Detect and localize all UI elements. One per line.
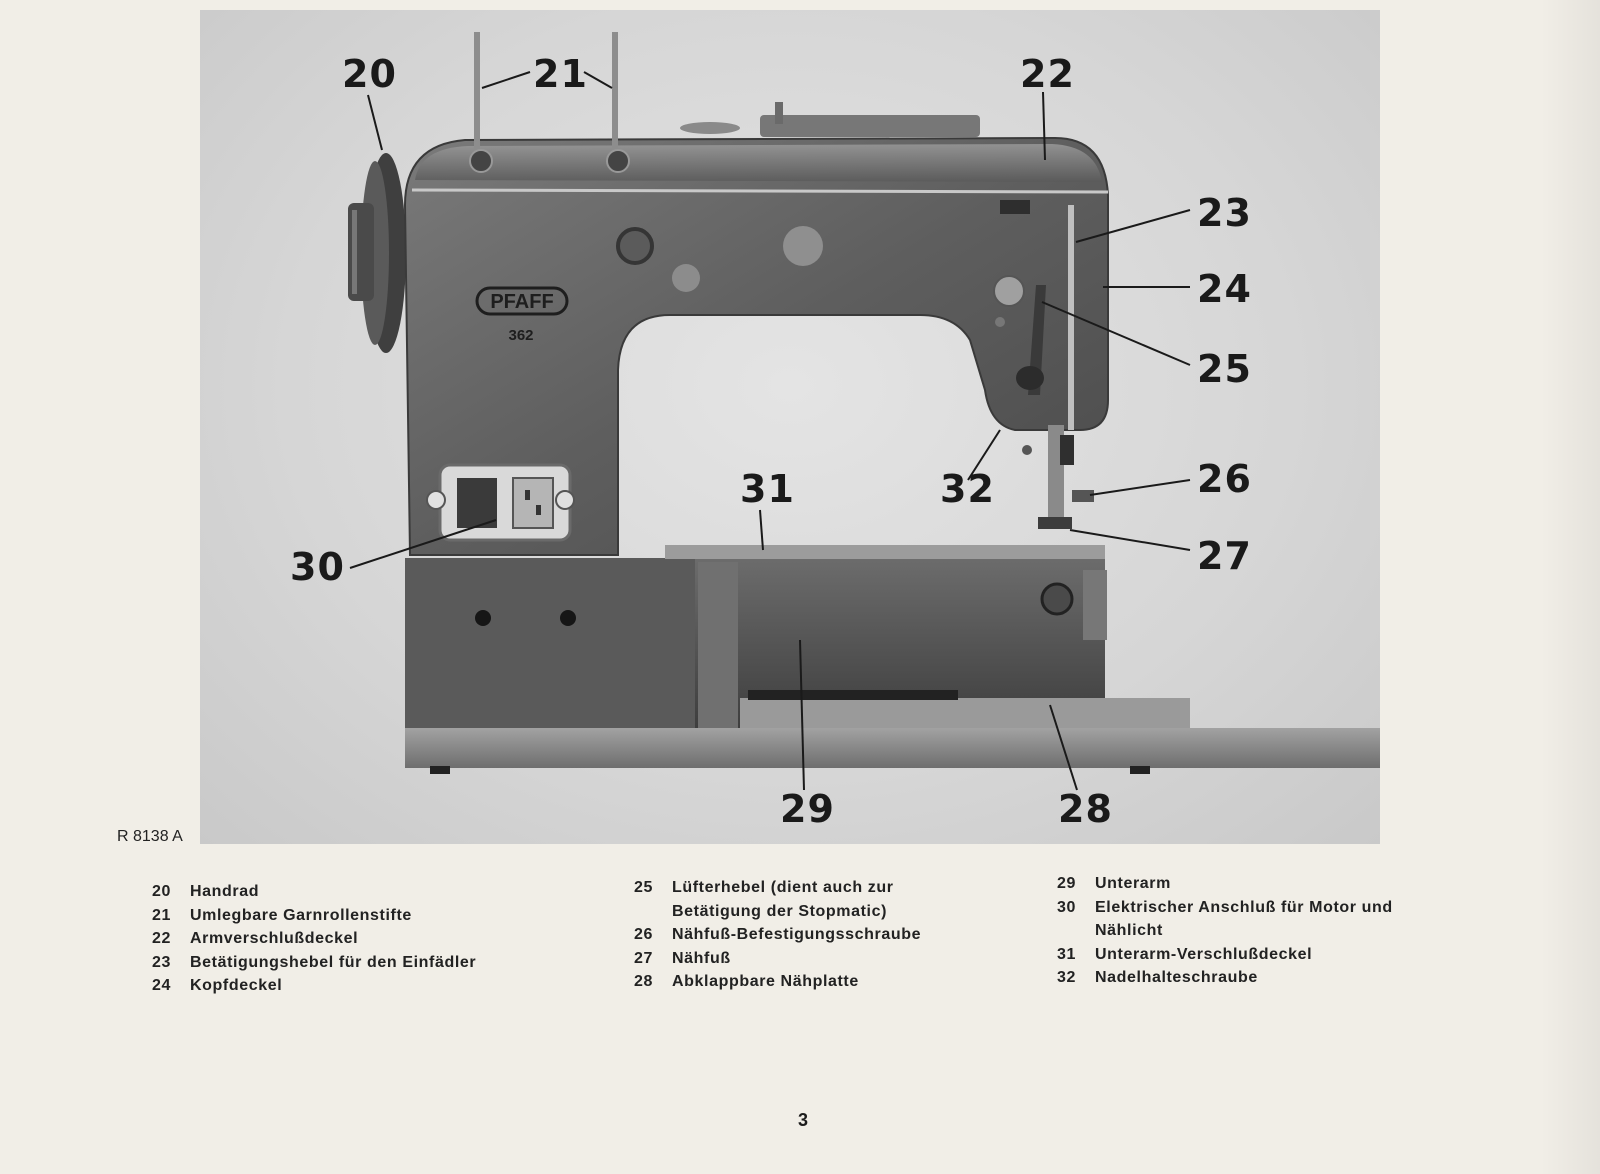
legend-number: 27 [634, 949, 653, 967]
legend-number: 31 [1057, 945, 1076, 963]
callout-27: 27 [1197, 534, 1252, 578]
legend-text: Unterarm [1095, 875, 1171, 892]
legend-text: Lüfterhebel (dient auch zur [672, 879, 894, 896]
legend-number: 32 [1057, 969, 1076, 986]
callout-30: 30 [290, 545, 345, 589]
callout-24: 24 [1197, 267, 1252, 311]
legend-number: 26 [634, 926, 653, 943]
legend-item: 24 Kopfdeckel [152, 974, 572, 998]
legend-text: Nähfuß [672, 949, 731, 967]
legend-item: 32 Nadelhalteschraube [1057, 966, 1477, 990]
legend-item: 22 Armverschlußdeckel [152, 927, 572, 951]
page-number: 3 [798, 1110, 809, 1130]
machine-base-shape [405, 545, 1380, 774]
callout-26: 26 [1197, 457, 1252, 501]
legend-item: 27 Nähfuß [634, 947, 1034, 971]
legend-text: Umlegbare Garnrollenstifte [190, 906, 412, 924]
leader-lines [349, 71, 1191, 791]
legend-number: 22 [152, 930, 171, 947]
callout-28: 28 [1058, 787, 1113, 831]
legend-number [1057, 919, 1095, 943]
legend-number: 21 [152, 906, 171, 924]
spool-pins-shape [469, 32, 630, 173]
legend-item: 25 Lüfterhebel (dient auch zur [634, 876, 1034, 900]
brand-logo-text: PFAFF [490, 291, 553, 313]
legend-text: Kopfdeckel [190, 977, 283, 994]
legend-item: 31 Unterarm-Verschlußdeckel [1057, 943, 1477, 967]
electrical-socket-shape [426, 463, 575, 542]
legend-text: Abklappbare Nähplatte [672, 973, 859, 990]
legend-item: 20 Handrad [152, 880, 572, 904]
legend-item: 21 Umlegbare Garnrollenstifte [152, 904, 572, 928]
legend-text: Nadelhalteschraube [1095, 969, 1258, 986]
sewing-machine-illustration: PFAFF 362 [348, 32, 1380, 791]
legend-column-2: 25 Lüfterhebel (dient auch zur Betätigung… [634, 876, 1034, 994]
legend-item: Betätigung der Stopmatic) [634, 900, 1034, 924]
handwheel-shape [348, 153, 406, 353]
callout-31: 31 [740, 467, 795, 511]
page-edge-shadow [1540, 0, 1600, 1174]
legend-item: 29 Unterarm [1057, 872, 1477, 896]
callout-22: 22 [1020, 52, 1075, 96]
sewing-machine-photo: PFAFF 362 [200, 10, 1380, 844]
legend-column-1: 20 Handrad 21 Umlegbare Garnrollenstifte 2… [152, 880, 572, 998]
legend-text: Armverschlußdeckel [190, 930, 359, 947]
legend-item: 28 Abklappbare Nähplatte [634, 970, 1034, 994]
presser-foot-shape [1022, 425, 1094, 529]
legend-text: Nählicht [1095, 922, 1163, 939]
legend-item: 23 Betätigungshebel für den Einfädler [152, 951, 572, 975]
legend-column-3: 29 Unterarm 30 Elektrischer Anschluß für M… [1057, 872, 1477, 990]
legend-text: Betätigungshebel für den Einfädler [190, 953, 477, 971]
legend-number: 24 [152, 977, 171, 994]
legend-number: 20 [152, 883, 171, 900]
legend-item: 26 Nähfuß-Befestigungsschraube [634, 923, 1034, 947]
legend-number: 29 [1057, 875, 1076, 892]
callout-32: 32 [940, 467, 995, 511]
legend-number: 30 [1057, 898, 1076, 916]
legend-number [634, 900, 672, 924]
callout-25: 25 [1197, 347, 1252, 391]
legend-text: Betätigung der Stopmatic) [672, 902, 888, 920]
legend-item: Nählicht [1057, 919, 1477, 943]
model-number-text: 362 [508, 327, 533, 344]
callout-20: 20 [342, 52, 397, 96]
legend-number: 25 [634, 879, 653, 896]
callout-23: 23 [1197, 191, 1252, 235]
legend-number: 23 [152, 953, 171, 971]
legend-text: Nähfuß-Befestigungsschraube [672, 926, 922, 943]
legend-number: 28 [634, 973, 653, 990]
machine-arm-shape [403, 136, 1109, 556]
callout-21: 21 [533, 52, 588, 96]
legend-text: Unterarm-Verschlußdeckel [1095, 945, 1313, 963]
legend-text: Elektrischer Anschluß für Motor und [1095, 898, 1393, 916]
legend-text: Handrad [190, 883, 260, 900]
legend-item: 30 Elektrischer Anschluß für Motor und [1057, 896, 1477, 920]
figure-reference: R 8138 A [117, 828, 183, 845]
callout-29: 29 [780, 787, 835, 831]
